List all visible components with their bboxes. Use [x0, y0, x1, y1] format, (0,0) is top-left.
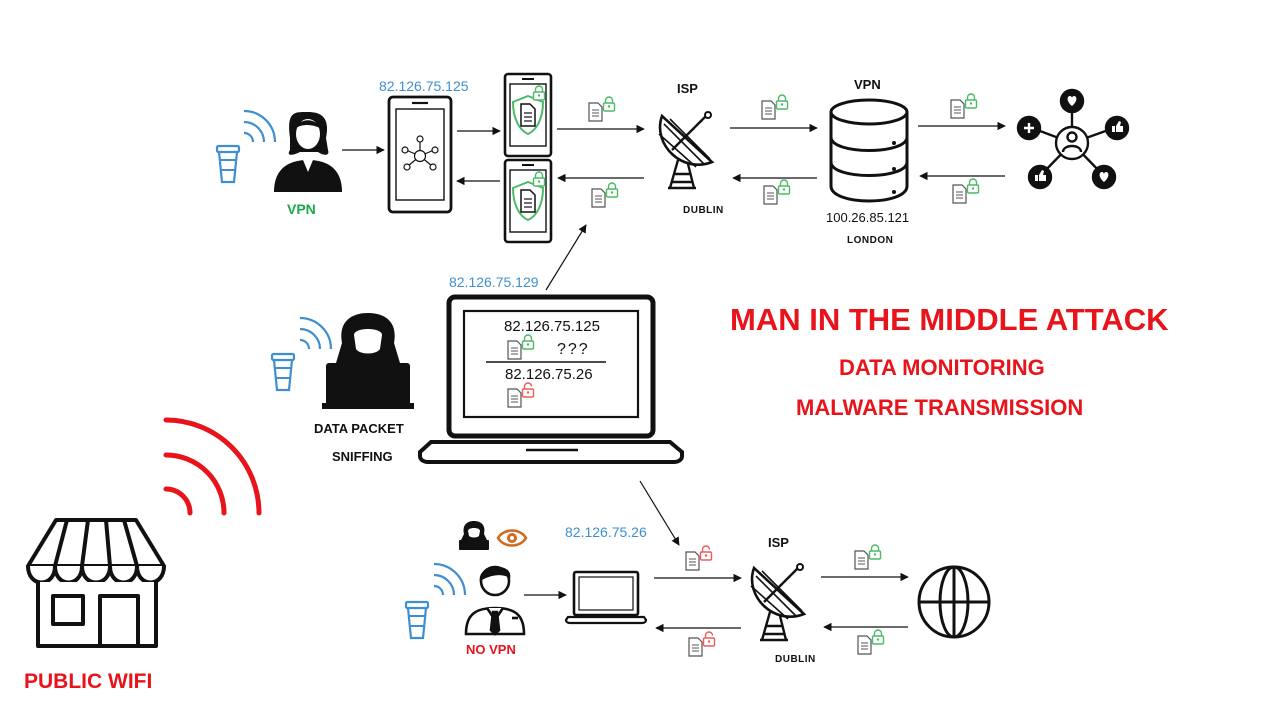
vpn-server-label: VPN [854, 77, 881, 92]
wifi-signal-icon [299, 316, 333, 350]
vpn-server-city: LONDON [847, 235, 894, 246]
document-icon [764, 180, 790, 204]
subtitle-monitoring: DATA MONITORING [839, 355, 1045, 380]
isp-city-label: DUBLIN [683, 205, 724, 216]
isp-city-bottom: DUBLIN [775, 654, 816, 665]
vpn-user-label: VPN [287, 201, 316, 217]
wifi-signal-icon [243, 109, 277, 143]
subtitle-malware: MALWARE TRANSMISSION [796, 395, 1084, 420]
shield-document-icon [505, 74, 551, 156]
coffee-cup-icon [270, 352, 296, 392]
document-icon [855, 545, 881, 569]
satellite-dish-icon [657, 110, 714, 190]
attacker-ip-label: 82.126.75.129 [449, 274, 539, 290]
isp-label-bottom: ISP [768, 535, 789, 550]
store-icon [26, 518, 166, 648]
document-icon [592, 183, 618, 207]
document-icon [953, 179, 979, 203]
hacker-icon [459, 521, 489, 550]
laptop-icon [564, 570, 648, 625]
sniffing-label-2: SNIFFING [332, 449, 393, 464]
novpn-ip-label: 82.126.75.26 [565, 524, 647, 540]
document-icon [689, 632, 715, 656]
shield-document-icon [505, 160, 551, 242]
tablet-icon [387, 95, 453, 214]
document-icon [951, 94, 977, 118]
document-icon [858, 630, 884, 654]
globe-icon [917, 565, 991, 639]
main-title: MAN IN THE MIDDLE ATTACK [730, 302, 1169, 337]
screen-ip-1: 82.126.75.125 [504, 318, 600, 335]
coffee-cup-icon [215, 144, 241, 184]
hacker-icon [322, 313, 414, 409]
woman-user-icon [274, 111, 342, 192]
businessman-icon [464, 565, 526, 636]
wifi-signal-icon [433, 562, 467, 596]
coffee-cup-icon [404, 600, 430, 640]
database-server-icon [829, 98, 909, 203]
document-icon [762, 95, 788, 119]
public-wifi-label: PUBLIC WIFI [24, 670, 153, 693]
satellite-dish-icon [749, 562, 806, 642]
document-icon [686, 546, 712, 570]
vpn-server-ip: 100.26.85.121 [826, 210, 910, 225]
wifi-broadcast-icon [163, 417, 262, 516]
sniffing-label-1: DATA PACKET [314, 421, 404, 436]
document-icon [589, 97, 615, 121]
novpn-user-label: NO VPN [466, 642, 516, 657]
screen-unknown: ??? [557, 341, 590, 358]
social-network-icon [1016, 88, 1130, 190]
eye-icon [496, 529, 528, 547]
laptop-icon [418, 294, 684, 464]
isp-label: ISP [677, 81, 698, 96]
screen-ip-2: 82.126.75.26 [505, 366, 593, 383]
phone-ip-label: 82.126.75.125 [379, 78, 469, 94]
